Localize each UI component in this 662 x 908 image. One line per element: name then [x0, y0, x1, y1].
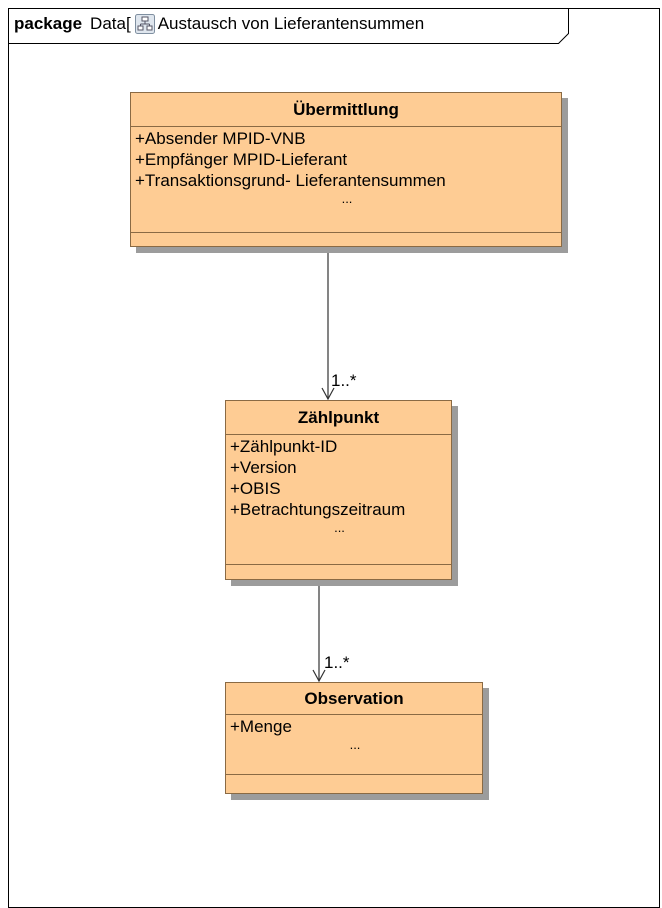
package-diagram-icon	[134, 14, 155, 34]
attribute: +Menge	[230, 717, 292, 736]
frame-name-tab	[8, 8, 569, 44]
association-connectors	[312, 247, 335, 683]
class-name: Übermittlung	[131, 93, 561, 127]
class-zaehlpunkt[interactable]: Zählpunkt +Zählpunkt-ID +Version +OBIS +…	[225, 400, 452, 580]
class-name: Observation	[226, 683, 482, 715]
class-observation[interactable]: Observation +Menge ...	[225, 682, 483, 794]
attribute-compartment: +Menge ...	[226, 715, 482, 775]
attribute-compartment: +Zählpunkt-ID +Version +OBIS +Betrachtun…	[226, 435, 451, 565]
attribute: +Absender MPID-VNB	[135, 129, 306, 148]
attribute: +Betrachtungszeitraum	[230, 500, 406, 519]
more-attributes-ellipsis: ...	[349, 737, 361, 752]
class-name: Zählpunkt	[226, 401, 451, 435]
frame-header: package Data[ Austausch von Lieferantens…	[14, 9, 424, 39]
more-attributes-ellipsis: ...	[334, 520, 345, 535]
arrowhead-observation	[312, 669, 326, 683]
operation-compartment	[226, 565, 451, 579]
operation-compartment	[131, 233, 561, 246]
package-keyword: package	[14, 14, 83, 33]
multiplicity-label: 1..*	[331, 371, 357, 390]
package-name-prefix: Data[	[90, 14, 131, 33]
attribute: +OBIS	[230, 479, 281, 498]
more-attributes-ellipsis: ...	[341, 191, 353, 206]
attribute: +Zählpunkt-ID	[230, 437, 338, 456]
diagram-name: Austausch von Lieferantensummen	[157, 14, 425, 33]
operation-compartment	[226, 775, 482, 793]
class-uebermittlung[interactable]: Übermittlung +Absender MPID-VNB +Empfäng…	[130, 92, 562, 247]
attribute: +Transaktionsgrund- Lieferantensummen	[135, 171, 446, 190]
attribute: +Version	[230, 458, 297, 477]
multiplicity-label: 1..*	[324, 653, 350, 672]
attribute-compartment: +Absender MPID-VNB +Empfänger MPID-Liefe…	[131, 127, 561, 233]
attribute: +Empfänger MPID-Lieferant	[135, 150, 348, 169]
arrowhead-zaehlpunkt	[321, 387, 335, 401]
